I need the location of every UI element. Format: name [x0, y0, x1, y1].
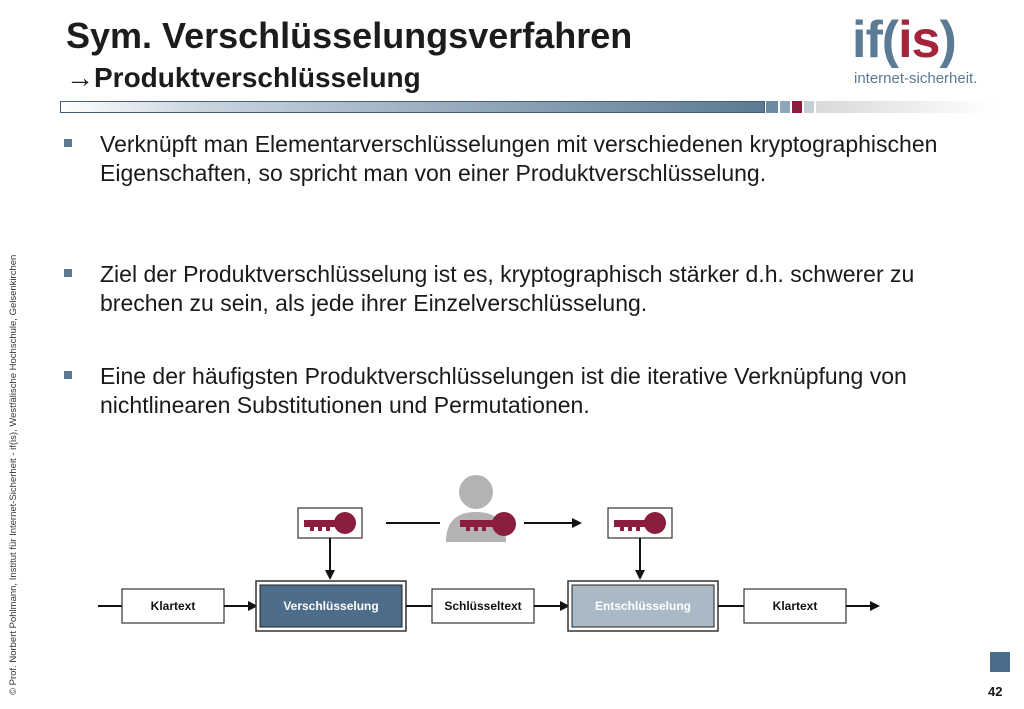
svg-text:Schlüsseltext: Schlüsseltext — [444, 599, 521, 613]
klartext-right-box: Klartext — [743, 588, 847, 624]
arrow-right-icon: → — [66, 62, 94, 93]
encryption-flow-diagram: Klartext Verschlüsselung Schlüsseltext E… — [98, 475, 880, 632]
slide-subtitle: →Produktverschlüsselung — [66, 60, 421, 96]
bullet-text: Verknüpft man Elementarverschlüsselungen… — [100, 131, 938, 186]
key-icon-box-right — [607, 507, 673, 539]
bullet-text: Eine der häufigsten Produktverschlüsselu… — [100, 363, 907, 418]
bullet-square-icon — [64, 269, 72, 277]
slide-title: Sym. Verschlüsselungsverfahren — [66, 15, 633, 56]
svg-text:Klartext: Klartext — [773, 599, 818, 613]
page-number: 42 — [988, 684, 1003, 699]
logo-text: internet-sicherheit. — [854, 70, 978, 87]
verschluesselung-box: Verschlüsselung — [255, 580, 407, 632]
schluesseltext-box: Schlüsseltext — [431, 588, 535, 624]
bullet-text: Ziel der Produktverschlüsselung ist es, … — [100, 261, 915, 316]
bullet-square-icon — [64, 139, 72, 147]
user-key-icon — [446, 475, 516, 542]
page-marker-square — [990, 652, 1010, 672]
klartext-left-box: Klartext — [121, 588, 225, 624]
title-divider-bar — [60, 101, 995, 113]
subtitle-text: Produktverschlüsselung — [94, 62, 421, 93]
svg-text:Klartext: Klartext — [151, 599, 196, 613]
bullet-square-icon — [64, 371, 72, 379]
copyright-sidebar: © Prof. Norbert Pohlmann, Institut für I… — [8, 254, 19, 695]
key-icon-box-left — [297, 507, 363, 539]
logo-mark: if(is) — [852, 11, 957, 69]
svg-text:Verschlüsselung: Verschlüsselung — [283, 599, 378, 613]
svg-text:Entschlüsselung: Entschlüsselung — [595, 599, 691, 613]
entschluesselung-box: Entschlüsselung — [567, 580, 719, 632]
ifis-logo: if(is) internet-sicherheit. — [850, 10, 1000, 92]
